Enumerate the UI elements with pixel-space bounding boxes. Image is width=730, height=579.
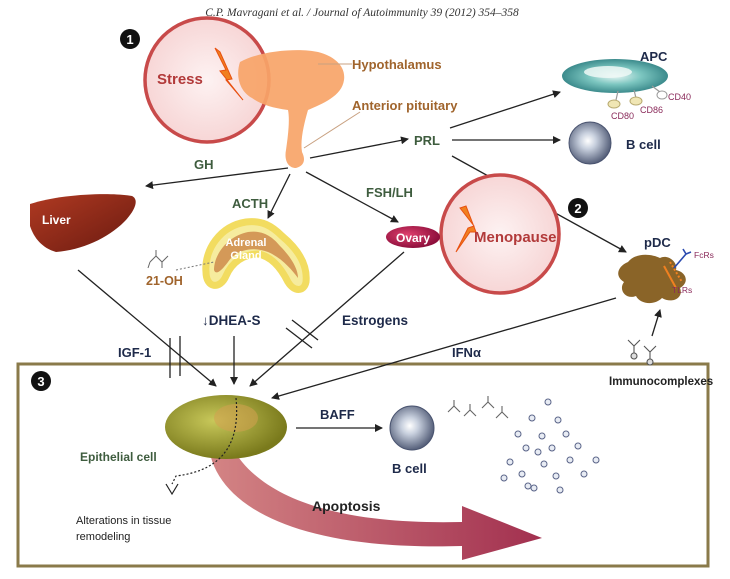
marker-two-label: 2 bbox=[574, 201, 581, 216]
immunocomplex-icons bbox=[627, 339, 657, 366]
ifna-arrow bbox=[271, 297, 617, 400]
ifna-label: IFNα bbox=[452, 345, 481, 360]
dhea-label: ↓DHEA-S bbox=[202, 313, 261, 328]
cd80-label: CD80 bbox=[611, 111, 634, 121]
prl-label: PRL bbox=[414, 133, 440, 148]
liver-label: Liver bbox=[42, 213, 71, 227]
lightning-bolt-icon bbox=[214, 47, 244, 101]
marker-three-label: 3 bbox=[37, 374, 44, 389]
apc-cell bbox=[562, 59, 668, 109]
b-cell-top-label: B cell bbox=[626, 137, 661, 152]
acth-label: ACTH bbox=[232, 196, 268, 211]
prl-to-apc-arrow bbox=[449, 90, 561, 129]
b-cell-bottom-label: B cell bbox=[392, 461, 427, 476]
adrenal-gland bbox=[202, 218, 310, 293]
pdc-label: pDC bbox=[644, 235, 671, 250]
fsh-lh-arrow bbox=[305, 171, 399, 223]
epithelial-cell-label: Epithelial cell bbox=[80, 450, 157, 464]
pdc-cell bbox=[618, 248, 692, 304]
alterations-label-line2: remodeling bbox=[76, 531, 130, 543]
b-cell-bottom bbox=[389, 405, 435, 451]
apoptosis-label: Apoptosis bbox=[312, 498, 381, 514]
alterations-arrowhead bbox=[165, 483, 179, 496]
epithelial-input-arrows bbox=[77, 251, 617, 400]
hypothalamus-label: Hypothalamus bbox=[352, 57, 442, 72]
epithelial-cell bbox=[165, 395, 287, 459]
pituitary-pointer bbox=[303, 111, 361, 149]
estrogens-label: Estrogens bbox=[342, 313, 408, 328]
menopause-label: Menopause bbox=[474, 229, 557, 246]
estrogen-inhibition-bar-1 bbox=[291, 319, 319, 341]
adrenal-label-line1: Adrenal bbox=[226, 237, 267, 249]
apoptosis-arrow bbox=[207, 418, 542, 560]
gh-label: GH bbox=[194, 157, 214, 172]
igf1-label: IGF-1 bbox=[118, 345, 151, 360]
citation-header: C.P. Mavragani et al. / Journal of Autoi… bbox=[205, 7, 519, 19]
cd86-label: CD86 bbox=[640, 105, 663, 115]
ovary-label: Ovary bbox=[396, 231, 430, 245]
numbered-marker-icon: 3 bbox=[31, 371, 51, 391]
estrogen-inhibition-bar-2 bbox=[285, 327, 313, 349]
numbered-marker-icon: 2 bbox=[568, 198, 588, 218]
gh-arrow bbox=[145, 167, 289, 190]
b-cell-top bbox=[568, 121, 612, 165]
immunocomplex-to-pdc-arrow bbox=[651, 309, 662, 337]
estrogens-arrow bbox=[249, 251, 405, 387]
marker-one-label: 1 bbox=[126, 32, 133, 47]
fsh-lh-label: FSH/LH bbox=[366, 185, 413, 200]
baff-label: BAFF bbox=[320, 407, 355, 422]
tlrs-label: TLRs bbox=[672, 285, 692, 295]
antibody-icon bbox=[447, 396, 509, 419]
ovary-organ bbox=[386, 226, 440, 248]
hypothalamus-pituitary-shape bbox=[238, 50, 345, 168]
prl-arrow bbox=[309, 136, 409, 159]
apc-label: APC bbox=[640, 49, 668, 64]
menopause-circle bbox=[439, 173, 561, 295]
alterations-label-line1: Alterations in tissue bbox=[76, 515, 171, 527]
igf1-arrow bbox=[77, 269, 217, 387]
cd40-label: CD40 bbox=[668, 92, 691, 102]
oh21-label: 21-OH bbox=[146, 274, 183, 288]
inhibition-bars bbox=[169, 319, 319, 378]
antibody-dots bbox=[500, 398, 600, 494]
acth-arrow bbox=[267, 173, 291, 219]
fcrs-label: FcRs bbox=[694, 250, 714, 260]
liver-organ bbox=[30, 194, 136, 252]
lightning-bolt-icon bbox=[455, 205, 477, 253]
epithelial-microenvironment-box bbox=[16, 362, 710, 568]
adrenal-label-line2: Gland bbox=[230, 250, 261, 262]
stress-label: Stress bbox=[157, 71, 203, 88]
anterior-pituitary-label: Anterior pituitary bbox=[352, 98, 458, 113]
oh21-pointer bbox=[175, 261, 215, 271]
numbered-marker-icon: 1 bbox=[120, 29, 140, 49]
molecule-icon bbox=[147, 250, 169, 269]
immunocomplexes-label: Immunocomplexes bbox=[609, 376, 713, 388]
